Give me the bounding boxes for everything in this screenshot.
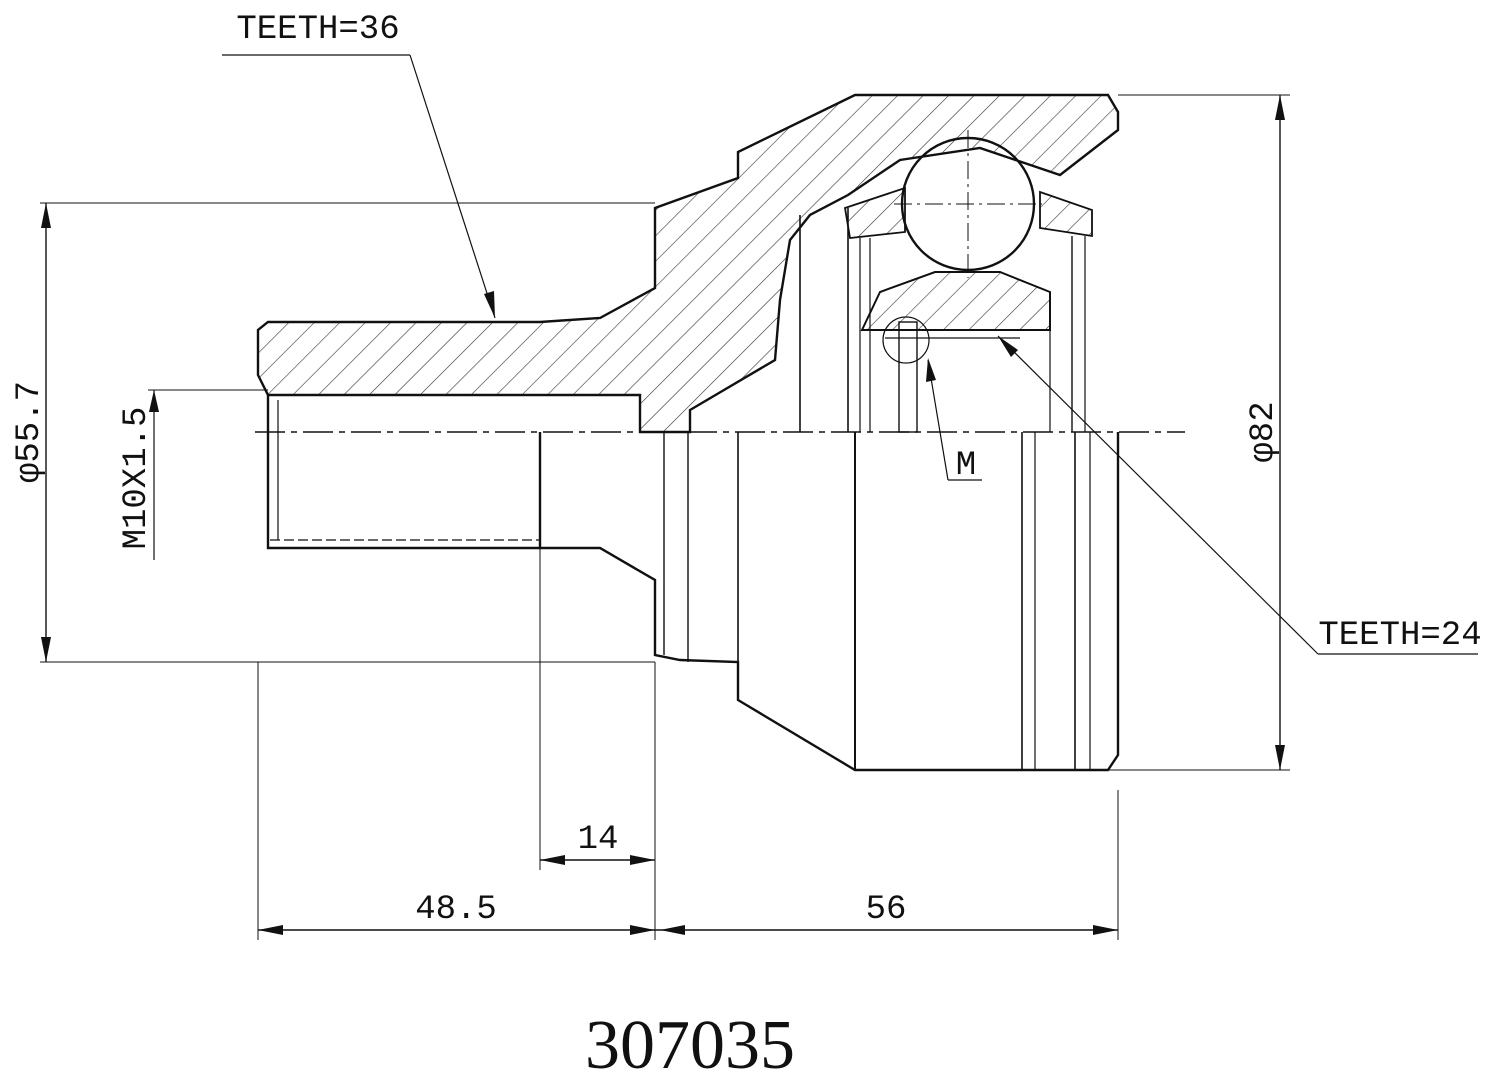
inner-race-section bbox=[860, 271, 1051, 331]
thread-label: M10X1.5 bbox=[118, 407, 156, 550]
teeth-24-label: TEETH=24 bbox=[1318, 617, 1481, 655]
cage-section-right bbox=[1039, 190, 1093, 238]
dim-thread: M10X1.5 bbox=[118, 389, 268, 560]
cage-section-left bbox=[843, 186, 906, 239]
callout-teeth-24: TEETH=24 bbox=[997, 335, 1482, 655]
exterior-outline bbox=[266, 208, 1120, 772]
stem-length-label: 48.5 bbox=[415, 891, 497, 929]
body-length-label: 56 bbox=[866, 891, 907, 929]
ball bbox=[894, 130, 1042, 278]
housing-section bbox=[256, 93, 1120, 434]
dim-shaft-diameter: φ55.7 bbox=[11, 202, 655, 663]
part-number: 307035 bbox=[585, 1007, 795, 1080]
shoulder-length-label: 14 bbox=[578, 821, 619, 859]
dim-bottom: 14 48.5 56 bbox=[257, 548, 1119, 940]
callout-detail-m: M bbox=[882, 316, 982, 485]
outer-diameter-label: φ82 bbox=[1245, 401, 1283, 462]
callout-teeth-36: TEETH=36 bbox=[222, 11, 496, 319]
detail-m-label: M bbox=[956, 447, 976, 485]
teeth-36-label: TEETH=36 bbox=[236, 11, 399, 49]
shaft-diameter-label: φ55.7 bbox=[11, 381, 49, 483]
dim-outer-diameter: φ82 bbox=[1108, 94, 1290, 771]
section-hatched-area bbox=[256, 93, 1120, 434]
